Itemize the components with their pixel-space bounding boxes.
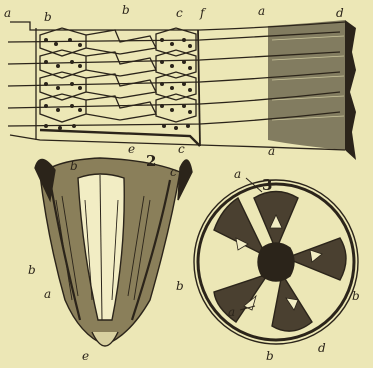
fig1-label-a-top-right: a [258, 4, 265, 18]
fig1-label-a-bottom: a [268, 144, 275, 158]
fig1-label-b-center: b [122, 3, 130, 17]
fig2-label-c-top: c [170, 165, 177, 179]
fig2-label-b-right: b [176, 279, 184, 293]
fig1-label-b-left: b [44, 10, 52, 24]
figure-3-drawing [194, 180, 358, 344]
fig3-label-b-bottom: b [266, 349, 274, 363]
fig1-label-c-bottom: c [178, 142, 185, 156]
fig1-label-c-top: c [176, 6, 183, 20]
fig2-number: 2 [146, 152, 156, 170]
fig2-label-b-left: b [28, 263, 36, 277]
fig1-label-d-top-right: d [336, 6, 344, 20]
fig1-label-a-top-left: a [4, 6, 11, 20]
fig1-label-e-bottom: e [128, 142, 135, 156]
fig3-label-b-right: b [352, 289, 360, 303]
fig3-label-a-top: a [234, 167, 241, 181]
fig2-label-e-bottom: e [82, 349, 89, 363]
fig3-label-d-bottom: d [318, 341, 326, 355]
fig3-label-a-left: a [228, 305, 235, 319]
fig2-label-b-top: b [70, 159, 78, 173]
fig3-number: 3 [262, 176, 272, 194]
figure-1-hatched-block [268, 20, 356, 160]
fig2-label-a-left: a [44, 287, 51, 301]
figure-2-drawing [35, 158, 192, 346]
fig1-label-f-top: f [199, 6, 207, 20]
